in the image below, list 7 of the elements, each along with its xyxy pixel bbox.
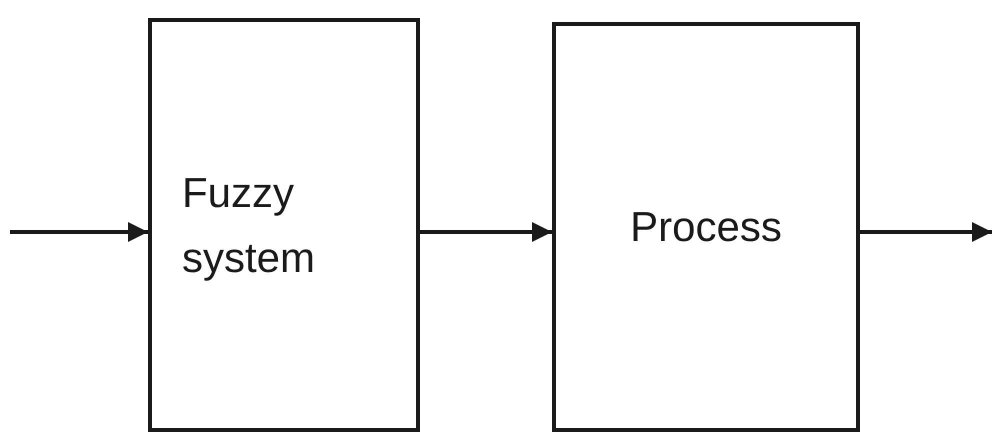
block-label: Process xyxy=(630,202,782,252)
block-label: Fuzzy system xyxy=(182,168,316,283)
block-box xyxy=(552,22,860,432)
arrow xyxy=(10,222,148,242)
arrow xyxy=(420,222,552,242)
arrow xyxy=(860,222,992,242)
block-box xyxy=(148,18,420,432)
